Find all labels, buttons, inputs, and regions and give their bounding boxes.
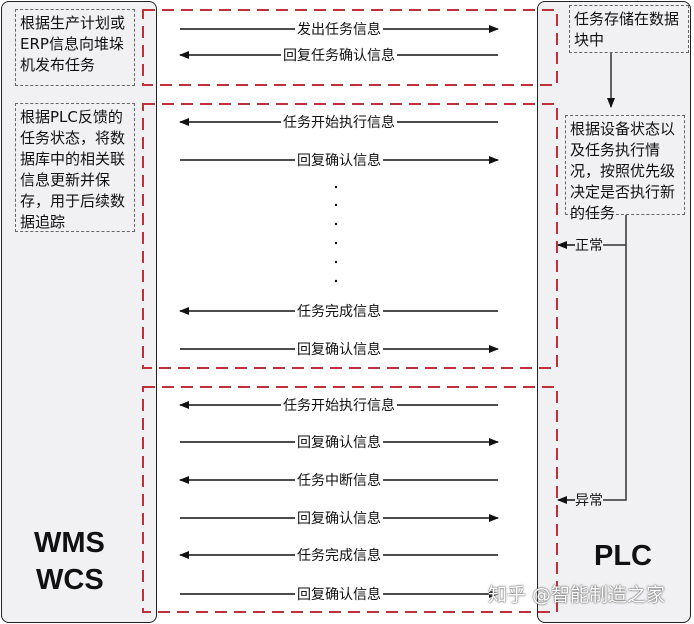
plc-label: PLC [594,540,652,572]
message-label: 回复确认信息 [295,150,383,170]
wms-label: WMS [34,527,105,559]
message-label: 回复任务确认信息 [281,45,397,65]
branch-normal-label: 正常 [575,235,603,255]
group-task-dispatch [142,9,558,86]
branch-line [600,214,627,501]
note-dispatch-task: 根据生产计划或ERP信息向堆垛机发布任务 [15,9,135,86]
note-store-in-datablock: 任务存储在数据块中 [569,5,689,53]
message-label: 任务开始执行信息 [281,395,397,415]
message-label: 回复确认信息 [295,432,383,452]
note-update-database: 根据PLC反馈的任务状态，将数据库中的相关联信息更新并保存，用于后续数据追踪 [15,103,135,232]
message-label: 任务完成信息 [295,545,383,565]
message-label: 任务完成信息 [295,301,383,321]
message-label: 回复确认信息 [295,584,383,604]
watermark: 知乎 @智能制造之家 [488,584,666,606]
message-label: 任务中断信息 [295,470,383,490]
message-label: 回复确认信息 [295,339,383,359]
group-abnormal-flow [142,386,558,613]
branch-abnormal-label: 异常 [575,490,603,510]
continuation-dots [334,185,338,283]
message-label: 发出任务信息 [295,19,383,39]
message-label: 任务开始执行信息 [281,112,397,132]
wcs-label: WCS [36,564,104,596]
note-priority-decision: 根据设备状态以及任务执行情况，按照优先级决定是否执行新的任务 [565,115,685,222]
message-label: 回复确认信息 [295,508,383,528]
group-normal-flow [142,103,558,369]
